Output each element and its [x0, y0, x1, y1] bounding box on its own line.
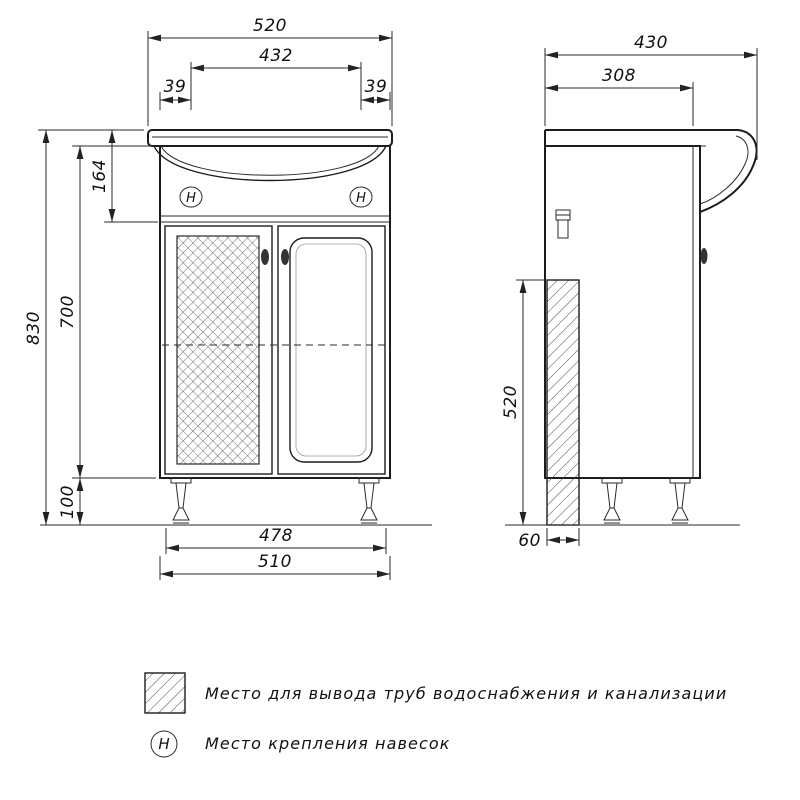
hinge-arm: [557, 219, 569, 239]
dim-label-520: 520: [253, 16, 287, 36]
front-left-leg: [170, 477, 192, 524]
dim-front-sink-height: 164: [90, 130, 158, 223]
front-right-door: [277, 225, 386, 475]
dim-label-164: 164: [90, 159, 110, 193]
mount-symbol-letter: H: [356, 191, 366, 206]
legend-mount-text: Место крепления навесок: [205, 734, 451, 753]
front-right-door-panel-inner: [295, 243, 367, 457]
dim-side-pipe-zone-height: 520: [501, 279, 545, 525]
side-dimensions: 430 308 520 60: [501, 33, 758, 551]
dim-label-39-left: 39: [164, 77, 187, 97]
leg-foot: [360, 507, 378, 521]
side-right-leg: [669, 477, 691, 524]
front-cabinet-body: [159, 145, 391, 479]
dim-label-60: 60: [518, 531, 541, 551]
mount-circle-icon: [179, 186, 203, 208]
front-basin-curve-inner: [160, 145, 380, 176]
dim-label-510: 510: [258, 552, 292, 572]
dim-label-432: 432: [259, 46, 293, 66]
front-mount-symbol-right: H: [349, 186, 373, 208]
front-view: H H: [40, 129, 432, 526]
mount-symbol-letter: H: [186, 191, 196, 206]
front-right-leg: [358, 477, 380, 524]
dim-front-mount-offset-left: 39: [159, 77, 191, 110]
leg-foot: [172, 507, 190, 521]
leg-foot: [671, 507, 689, 521]
dim-label-520-side: 520: [501, 385, 521, 419]
dim-front-leg-span: 478: [165, 526, 387, 554]
legend-mount-circle-icon: [150, 730, 178, 758]
dim-side-cabinet-depth: 308: [545, 66, 694, 126]
front-left-door: [164, 225, 273, 475]
dim-front-cabinet-width: 510: [159, 552, 391, 580]
side-pipe-zone: [546, 279, 580, 526]
legend-pipe-zone-item: Место для вывода труб водоснабжения и ка…: [144, 672, 727, 714]
front-right-door-panel: [289, 237, 373, 463]
dim-front-leg-height: 100: [58, 478, 84, 525]
legend-mount-item: H Место крепления навесок: [150, 730, 451, 758]
dim-side-total-depth: 430: [544, 33, 758, 160]
leg-stem: [363, 482, 375, 509]
dim-front-total-height: 830: [24, 129, 144, 525]
leg-stem: [175, 482, 187, 509]
dim-label-308: 308: [602, 66, 636, 86]
dim-side-pipe-zone-width: 60: [518, 528, 580, 551]
leg-stem: [674, 482, 686, 509]
legend-pipe-zone-text: Место для вывода труб водоснабжения и ка…: [205, 684, 727, 703]
front-left-door-mesh-panel: [176, 235, 260, 465]
dim-label-430: 430: [634, 33, 668, 53]
side-view: [505, 129, 758, 526]
dim-front-top-width: 520: [147, 16, 393, 126]
mount-circle-icon: [349, 186, 373, 208]
front-right-door-handle: [281, 249, 289, 265]
front-basin-curve-outer: [153, 145, 387, 182]
side-door-handle: [700, 248, 708, 264]
leg-stem: [606, 482, 618, 509]
legend-mount-symbol-letter: H: [158, 735, 169, 753]
dim-label-39-right: 39: [365, 77, 388, 97]
dim-front-mount-span: 432: [190, 46, 362, 110]
legend: Место для вывода труб водоснабжения и ка…: [144, 672, 727, 758]
dim-label-100: 100: [58, 485, 78, 519]
dim-label-700: 700: [58, 295, 78, 329]
front-sink-rim: [147, 129, 393, 147]
dim-label-830: 830: [24, 311, 44, 345]
dim-front-mount-offset-right: 39: [361, 77, 391, 110]
front-left-door-handle: [261, 249, 269, 265]
front-mount-symbol-left: H: [179, 186, 203, 208]
leg-foot: [603, 507, 621, 521]
dim-front-cabinet-height: 700: [58, 145, 156, 479]
side-sink-profile: [545, 129, 758, 213]
side-hinge-bracket: [555, 209, 571, 239]
side-sink-inner-curve: [699, 135, 749, 205]
front-dimensions: 520 432 39 39 164 830: [24, 16, 393, 580]
side-left-leg: [601, 477, 623, 524]
dim-label-478: 478: [259, 526, 293, 546]
legend-hatch-swatch-icon: [144, 672, 186, 714]
